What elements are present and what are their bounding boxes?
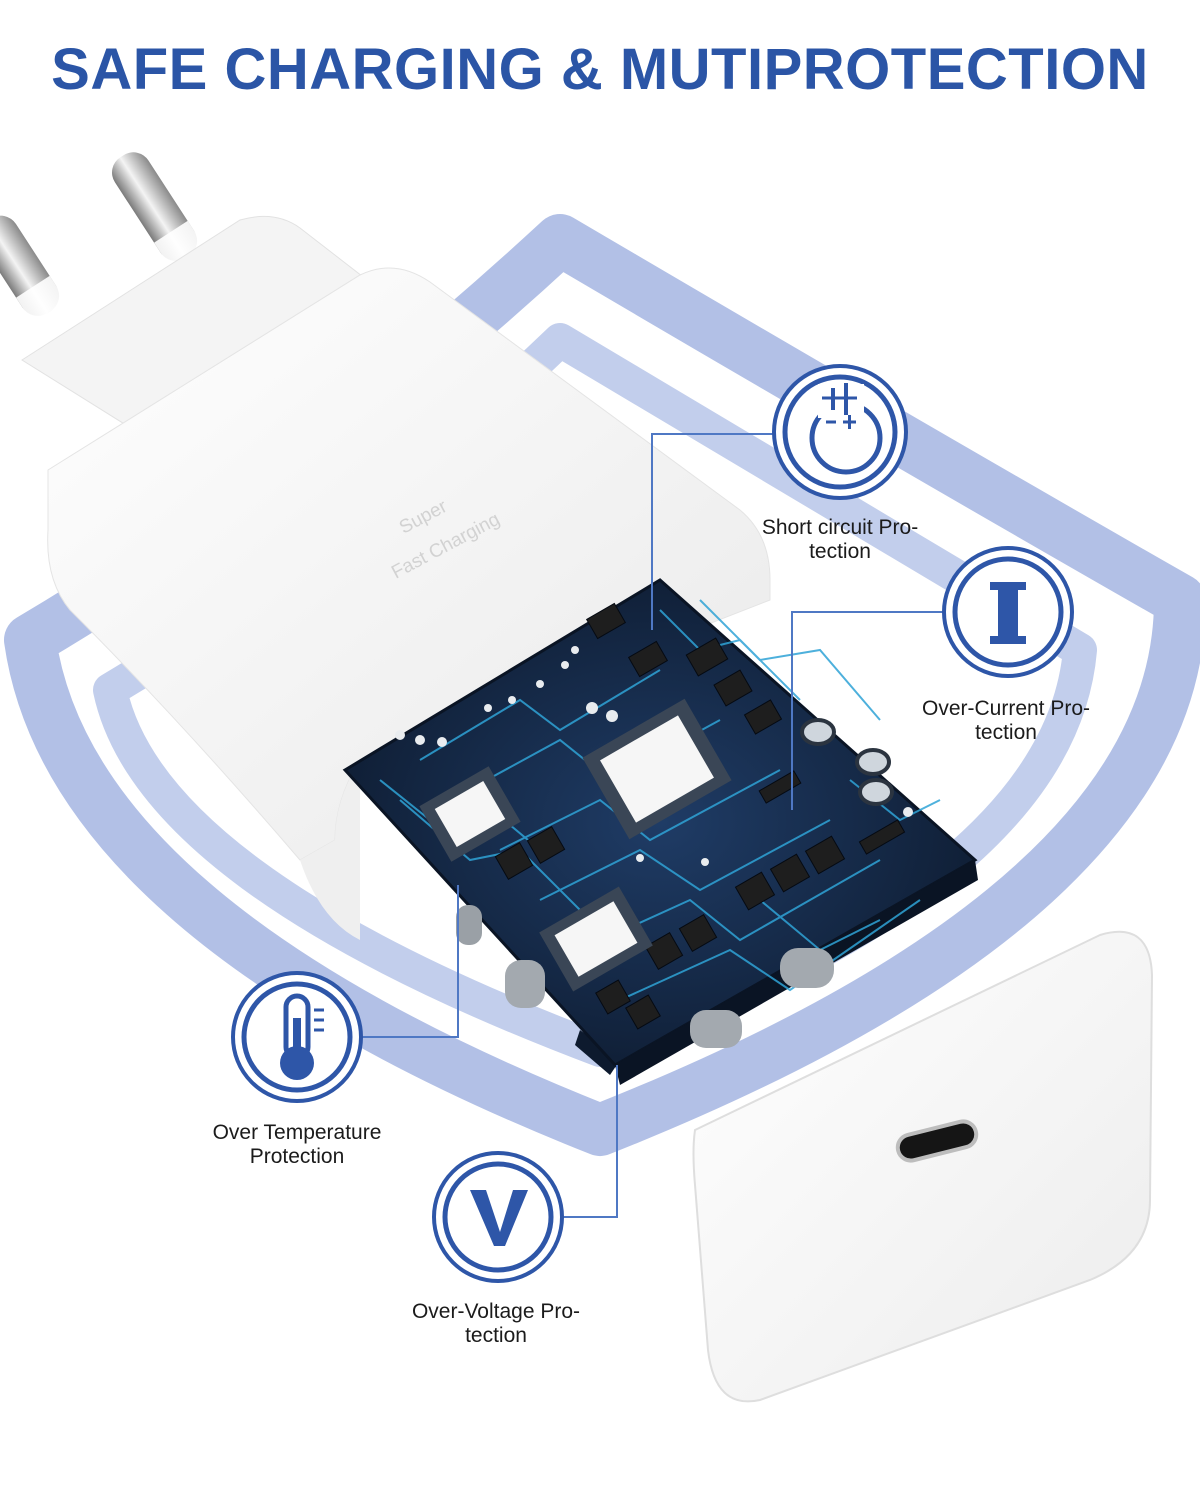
usb-c-cap — [692, 930, 1154, 1403]
leader-lines — [356, 433, 948, 1218]
feature-caption-short-circuit: Short circuit Pro- tection — [761, 516, 919, 563]
thermometer-icon — [231, 971, 363, 1103]
voltage-v-icon — [432, 1151, 564, 1283]
feature-caption-over-current: Over-Current Pro- tection — [921, 697, 1091, 744]
feature-caption-over-temperature: Over Temperature Protection — [212, 1121, 382, 1168]
current-i-icon — [942, 546, 1074, 678]
feature-caption-over-voltage: Over-Voltage Pro- tection — [411, 1300, 581, 1347]
plug-pins — [0, 152, 205, 323]
circuit-board — [342, 578, 978, 1085]
battery-polarity-icon — [772, 364, 908, 500]
charger-body: Super Fast Charging — [21, 215, 771, 940]
usb-c-port — [895, 1119, 979, 1163]
headline: SAFE CHARGING & MUTIPROTECTION — [51, 37, 1149, 102]
